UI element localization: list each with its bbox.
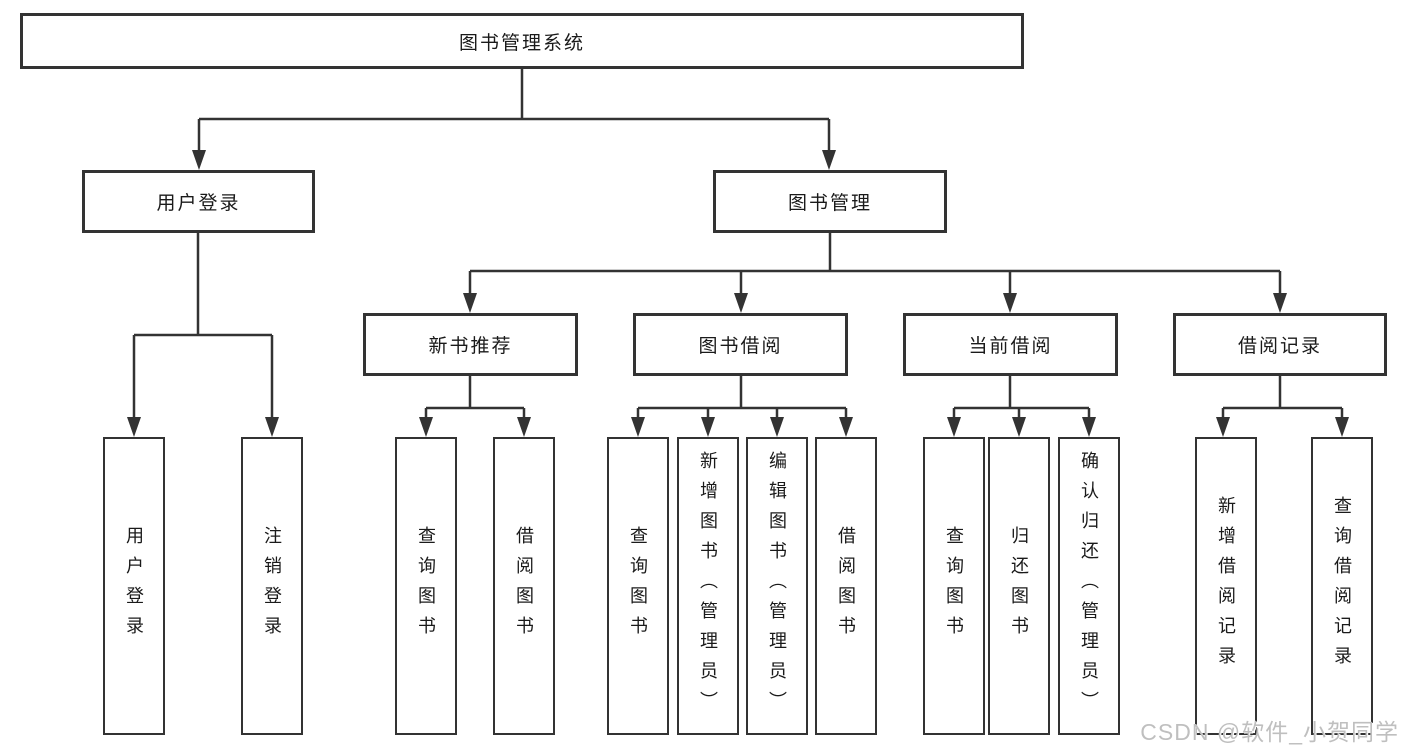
leaf-add-borrow-record: 新增借阅记录 bbox=[1195, 437, 1257, 735]
leaf-confirm-return-admin: 确认归还（管理员） bbox=[1058, 437, 1120, 735]
node-label: 查询图书 bbox=[416, 526, 436, 646]
leaf-user-login: 用户登录 bbox=[103, 437, 165, 735]
leaf-add-book-admin: 新增图书（管理员） bbox=[677, 437, 739, 735]
leaf-edit-book-admin: 编辑图书（管理员） bbox=[746, 437, 808, 735]
node-label: 查询图书 bbox=[628, 526, 648, 646]
node-label: 图书借阅 bbox=[698, 336, 783, 357]
node-label: 查询借阅记录 bbox=[1332, 496, 1352, 676]
node-label: 图书管理 bbox=[787, 193, 872, 214]
connector-book-management bbox=[468, 233, 1282, 294]
node-label: 借阅图书 bbox=[836, 526, 856, 646]
node-label: 归还图书 bbox=[1009, 526, 1029, 646]
arrow-down-icon bbox=[631, 417, 645, 437]
node-label: 注销登录 bbox=[262, 526, 282, 646]
arrowheads-level3 bbox=[463, 293, 1287, 313]
node-label: 当前借阅 bbox=[968, 336, 1053, 357]
leaf-query-books-current: 查询图书 bbox=[923, 437, 985, 735]
arrow-down-icon bbox=[822, 150, 836, 170]
leaf-query-borrow-record: 查询借阅记录 bbox=[1311, 437, 1373, 735]
arrow-down-icon bbox=[701, 417, 715, 437]
node-borrow-records: 借阅记录 bbox=[1173, 313, 1387, 376]
arrowheads-level2 bbox=[192, 150, 836, 170]
leaf-borrow-books: 借阅图书 bbox=[815, 437, 877, 735]
arrowheads-book-borrow bbox=[631, 417, 853, 437]
node-library-management-system: 图书管理系统 bbox=[20, 13, 1024, 69]
node-user-login: 用户登录 bbox=[82, 170, 315, 233]
arrow-down-icon bbox=[192, 150, 206, 170]
node-book-management: 图书管理 bbox=[713, 170, 947, 233]
node-label: 新书推荐 bbox=[428, 336, 513, 357]
node-label: 借阅图书 bbox=[514, 526, 534, 646]
connector-current-borrow bbox=[952, 376, 1091, 418]
connector-new-book-recommend bbox=[424, 376, 526, 418]
arrow-down-icon bbox=[1216, 417, 1230, 437]
arrow-down-icon bbox=[419, 417, 433, 437]
leaf-return-book: 归还图书 bbox=[988, 437, 1050, 735]
arrow-down-icon bbox=[947, 417, 961, 437]
node-label: 用户登录 bbox=[156, 193, 241, 214]
arrow-down-icon bbox=[1003, 293, 1017, 313]
node-book-borrow: 图书借阅 bbox=[633, 313, 848, 376]
node-new-book-recommend: 新书推荐 bbox=[363, 313, 578, 376]
arrow-down-icon bbox=[734, 293, 748, 313]
leaf-logout: 注销登录 bbox=[241, 437, 303, 735]
arrowheads-current-borrow bbox=[947, 417, 1096, 437]
arrow-down-icon bbox=[463, 293, 477, 313]
connector-book-borrow bbox=[636, 376, 848, 418]
arrowheads-user-login bbox=[127, 417, 279, 437]
arrow-down-icon bbox=[1012, 417, 1026, 437]
node-label: 图书管理系统 bbox=[458, 32, 585, 54]
csdn-watermark: CSDN @软件_小贺同学 bbox=[1140, 719, 1399, 745]
arrowheads-borrow-records bbox=[1216, 417, 1349, 437]
connector-root-to-level2 bbox=[197, 69, 831, 151]
arrow-down-icon bbox=[1335, 417, 1349, 437]
connector-borrow-records bbox=[1221, 376, 1344, 418]
arrow-down-icon bbox=[839, 417, 853, 437]
arrow-down-icon bbox=[265, 417, 279, 437]
node-label: 编辑图书（管理员） bbox=[767, 451, 787, 721]
arrow-down-icon bbox=[517, 417, 531, 437]
node-current-borrow: 当前借阅 bbox=[903, 313, 1118, 376]
arrow-down-icon bbox=[1082, 417, 1096, 437]
node-label: 借阅记录 bbox=[1237, 336, 1322, 357]
node-label: 新增图书（管理员） bbox=[698, 451, 718, 721]
arrow-down-icon bbox=[1273, 293, 1287, 313]
arrow-down-icon bbox=[127, 417, 141, 437]
node-label: 用户登录 bbox=[124, 526, 144, 646]
leaf-query-books-recommend: 查询图书 bbox=[395, 437, 457, 735]
node-label: 新增借阅记录 bbox=[1216, 496, 1236, 676]
arrowheads-new-book-recommend bbox=[419, 417, 531, 437]
leaf-borrow-books-recommend: 借阅图书 bbox=[493, 437, 555, 735]
leaf-query-books-borrow: 查询图书 bbox=[607, 437, 669, 735]
node-label: 确认归还（管理员） bbox=[1079, 451, 1099, 721]
node-label: 查询图书 bbox=[944, 526, 964, 646]
connector-user-login bbox=[132, 233, 274, 418]
arrow-down-icon bbox=[770, 417, 784, 437]
